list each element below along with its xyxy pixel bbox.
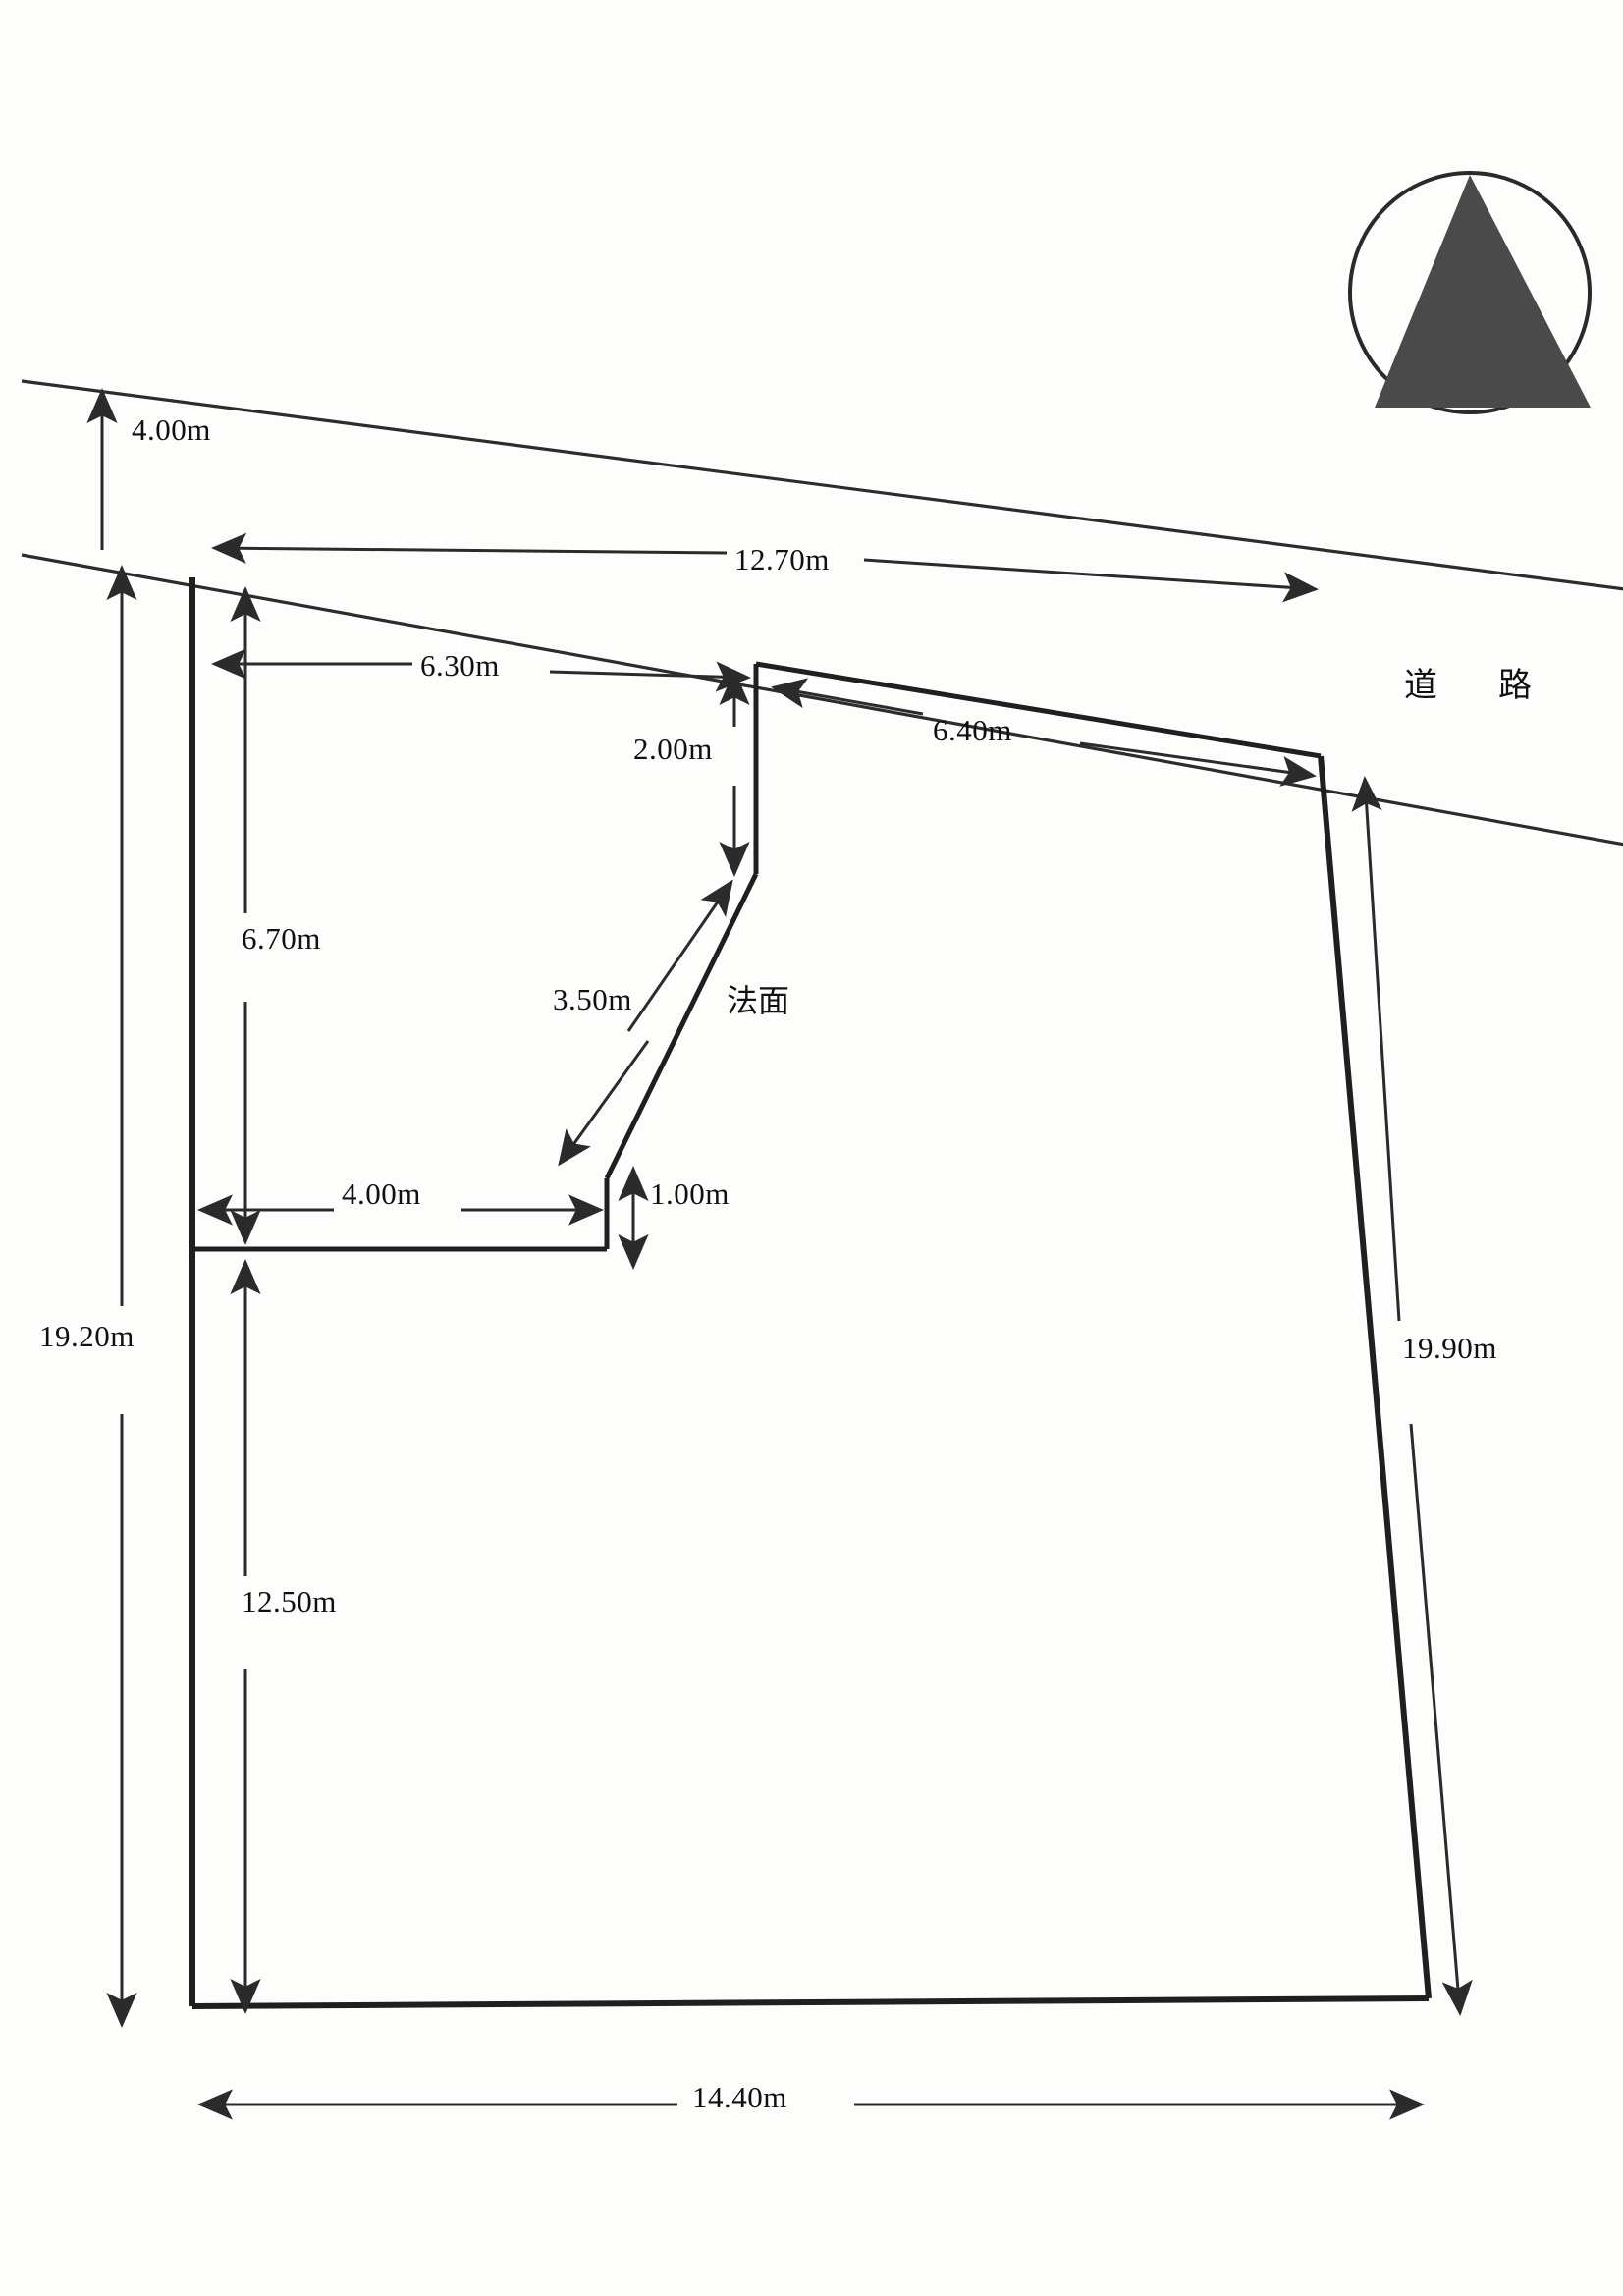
label-1-00m: 1.00m	[650, 1176, 730, 1211]
label-4-00m-road-setback: 4.00m	[132, 412, 211, 447]
dimension-6-30m	[211, 648, 751, 692]
label-road: 道 路	[1404, 666, 1545, 705]
label-4-00m-notch: 4.00m	[342, 1176, 421, 1211]
label-6-70m: 6.70m	[242, 921, 321, 956]
label-2-00m: 2.00m	[633, 732, 713, 766]
label-12-70m: 12.70m	[734, 542, 830, 576]
label-6-40m: 6.40m	[933, 713, 1012, 747]
dimension-3-50m-slope	[558, 879, 733, 1167]
label-6-30m: 6.30m	[420, 648, 500, 683]
label-12-50m: 12.50m	[242, 1584, 337, 1618]
dimension-19-90m	[1351, 776, 1473, 2016]
road-band	[21, 379, 1623, 847]
plot-boundary	[189, 577, 1432, 2009]
north-arrow-icon	[1348, 171, 1592, 414]
label-19-20m: 19.20m	[39, 1319, 135, 1353]
dimension-12-70m-frontage	[211, 532, 1319, 603]
dimension-6-40m	[771, 678, 1317, 787]
label-14-40m: 14.40m	[692, 2080, 787, 2114]
label-3-50m: 3.50m	[553, 982, 632, 1016]
label-19-90m: 19.90m	[1402, 1331, 1497, 1365]
label-slope-face: 法面	[727, 982, 790, 1019]
